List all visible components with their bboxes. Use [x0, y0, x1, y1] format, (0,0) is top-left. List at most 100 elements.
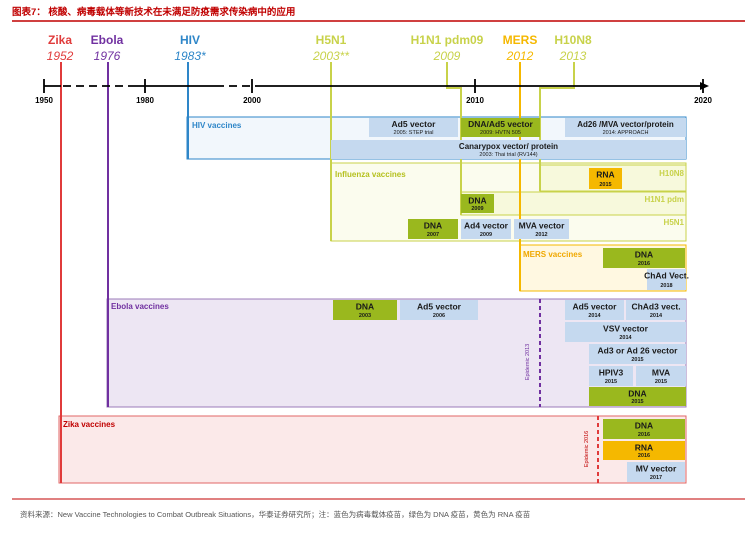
outbreak-name-h1n1-pdm09: H1N1 pdm09 [411, 33, 484, 47]
candidate-note: 2005: STEP trial [394, 130, 434, 136]
outbreak-year-hiv: 1983* [174, 49, 206, 63]
candidate-note: 2015 [605, 379, 617, 385]
ebola-epidemic-label: Epidemic 2013 [525, 344, 531, 380]
candidate-label: DNA/Ad5 vector [468, 119, 533, 129]
candidate-box [589, 168, 622, 189]
candidate-note: 2014 [650, 313, 663, 319]
hiv-group-label: HIV vaccines [192, 121, 242, 130]
outbreak-year-ebola: 1976 [94, 49, 121, 63]
candidate-box [565, 300, 624, 320]
candidate-note: 2016 [638, 453, 650, 459]
candidate-box [369, 118, 458, 137]
candidate-label: Ad5 vector [392, 119, 437, 129]
mers-group-label: MERS vaccines [523, 250, 583, 259]
influenza-group-label: Influenza vaccines [335, 170, 406, 179]
candidate-note: 2017 [650, 475, 662, 481]
timeline-axis [44, 82, 709, 90]
candidate-box [603, 248, 685, 268]
candidate-box [400, 300, 478, 320]
outbreak-name-ebola: Ebola [91, 33, 124, 47]
candidate-box [461, 118, 540, 137]
candidate-box [331, 140, 686, 159]
candidate-note: 2018 [660, 283, 672, 289]
candidate-label: DNA [356, 302, 374, 312]
candidate-label: DNA [424, 221, 442, 231]
candidate-label: RNA [596, 170, 614, 180]
candidate-label: MVA [652, 368, 670, 378]
candidate-note: 2006 [433, 313, 445, 319]
candidate-note: 2015 [599, 182, 611, 188]
candidate-label: ChAd Vect. [644, 271, 689, 281]
candidate-box [589, 344, 686, 364]
candidate-box [461, 219, 511, 239]
candidate-box [565, 322, 686, 342]
candidate-label: Ad4 vector [464, 221, 509, 231]
candidate-label: Ad5 vector [417, 302, 462, 312]
outbreak-year-zika: 1952 [47, 49, 74, 63]
outbreak-name-mers: MERS [503, 33, 538, 47]
outbreak-year-mers: 2012 [506, 49, 534, 63]
candidate-label: DNA [468, 196, 486, 206]
candidate-note: 2016 [638, 432, 650, 438]
candidate-label: Ad5 vector [573, 302, 618, 312]
candidate-chad3-vect-2014: ChAd3 vect.2014 [626, 300, 686, 320]
candidate-box [514, 219, 569, 239]
h10n8-lane-label: H10N8 [659, 169, 684, 178]
candidate-note: 2003 [359, 313, 371, 319]
candidate-label: Canarypox vector/ protein [459, 142, 558, 151]
outbreak-name-hiv: HIV [180, 33, 200, 47]
ebola-group-label: Ebola vaccines [111, 302, 169, 311]
candidate-note: 2015 [631, 399, 643, 405]
candidate-label: Ad26 /MVA vector/protein [577, 120, 674, 129]
candidate-label: RNA [635, 443, 653, 453]
candidate-label: HPIV3 [599, 368, 624, 378]
candidate-box [408, 219, 458, 239]
outbreak-year-h5n1: 2003** [312, 49, 349, 63]
tick-label-2010: 2010 [466, 96, 484, 105]
candidate-box [647, 269, 686, 290]
candidate-label: Ad3 or Ad 26 vector [598, 346, 679, 356]
candidate-box [565, 118, 686, 137]
candidate-label: MV vector [636, 464, 677, 474]
candidate-label: VSV vector [603, 324, 649, 334]
candidate-label: DNA [628, 389, 646, 399]
candidate-note: 2012 [535, 232, 547, 238]
zika-group [58, 415, 687, 484]
outbreak-year-h10n8: 2013 [559, 49, 587, 63]
outbreak-name-zika: Zika [48, 33, 72, 47]
outbreak-year-h1n1-pdm09: 2009 [433, 49, 461, 63]
candidate-rna-2015: RNA 2015 [589, 168, 622, 189]
candidate-note: 2014 [619, 335, 632, 341]
outbreak-name-h10n8: H10N8 [554, 33, 592, 47]
candidate-note: 2016 [638, 261, 650, 267]
tick-label-2020: 2020 [694, 96, 712, 105]
candidate-box [461, 194, 494, 213]
candidate-note: 2015 [631, 357, 643, 363]
outbreak-labels: Zika1952Ebola1976HIV1983*H5N12003**H1N1 … [47, 33, 592, 63]
candidate-note: 2015 [655, 379, 667, 385]
candidate-note: 2009: HVTN 505 [480, 130, 521, 136]
candidate-note: 2003: Thai trial (RV144) [479, 152, 537, 158]
zika-epidemic-label: Epidemic 2016 [584, 431, 590, 467]
candidate-note: 2007 [427, 232, 439, 238]
candidate-note: 2014 [588, 313, 601, 319]
tick-label-2000: 2000 [243, 96, 261, 105]
